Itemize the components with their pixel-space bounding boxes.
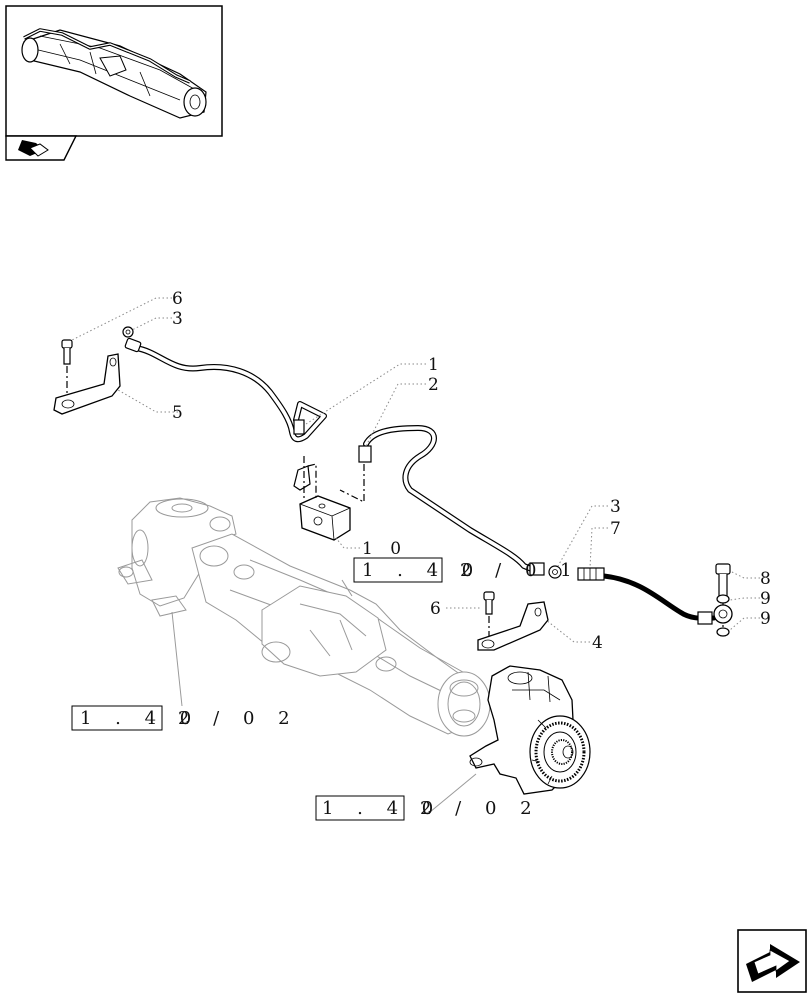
ref-center-suffix: 2 / 0 1 <box>460 560 581 581</box>
flexible-hose <box>577 567 717 625</box>
front-axle-housing <box>117 497 491 737</box>
callout-6-mid: 6 <box>430 599 441 619</box>
callout-9-lower: 9 <box>760 609 771 629</box>
bolt-top <box>61 339 73 365</box>
callout-2: 2 <box>428 375 439 395</box>
callout-5: 5 <box>172 403 183 423</box>
callout-10: 1 0 <box>362 539 407 559</box>
washer-upper <box>716 594 730 604</box>
callout-4: 4 <box>592 633 603 653</box>
callout-9-upper: 9 <box>760 589 771 609</box>
callout-8: 8 <box>760 569 771 589</box>
seal-washer-right <box>548 565 562 579</box>
bracket-5 <box>53 353 121 415</box>
bolt-mid <box>483 591 495 615</box>
ref-bottom[interactable]: 1 . 4 0 2 / 0 2 <box>315 795 541 821</box>
steering-knuckle <box>469 665 591 795</box>
ref-center-boxed: 1 . 4 0 <box>362 560 482 581</box>
callout-1: 1 <box>428 355 439 375</box>
next-page-button[interactable] <box>737 929 807 993</box>
next-page-arrow-icon <box>746 944 800 982</box>
ref-left[interactable]: 1 . 4 0 2 / 0 2 <box>71 705 299 731</box>
seal-washer-top <box>122 326 134 338</box>
bracket-4 <box>477 601 549 651</box>
ref-left-boxed: 1 . 4 0 <box>80 708 200 729</box>
book-tab[interactable] <box>5 135 78 161</box>
washer-lower <box>716 627 730 637</box>
thumbnail-frame <box>5 5 223 137</box>
callout-3-right: 3 <box>610 497 621 517</box>
leader-lines <box>71 297 760 813</box>
union-block <box>293 465 351 541</box>
banjo-bolt <box>715 563 731 599</box>
callout-7: 7 <box>610 519 621 539</box>
ref-bottom-suffix: 2 / 0 2 <box>420 798 541 819</box>
ref-left-suffix: 2 / 0 2 <box>178 708 299 729</box>
banjo-union <box>713 604 733 624</box>
ref-center[interactable]: 1 . 4 0 2 / 0 1 <box>353 557 581 583</box>
book-icon <box>18 140 49 157</box>
ref-bottom-boxed: 1 . 4 0 <box>322 798 442 819</box>
front-axle-thumbnail <box>21 28 207 119</box>
brake-pipe-right <box>358 425 545 576</box>
callout-6-top: 6 <box>172 289 183 309</box>
callout-3-top: 3 <box>172 309 183 329</box>
brake-pipe-left <box>124 337 327 443</box>
